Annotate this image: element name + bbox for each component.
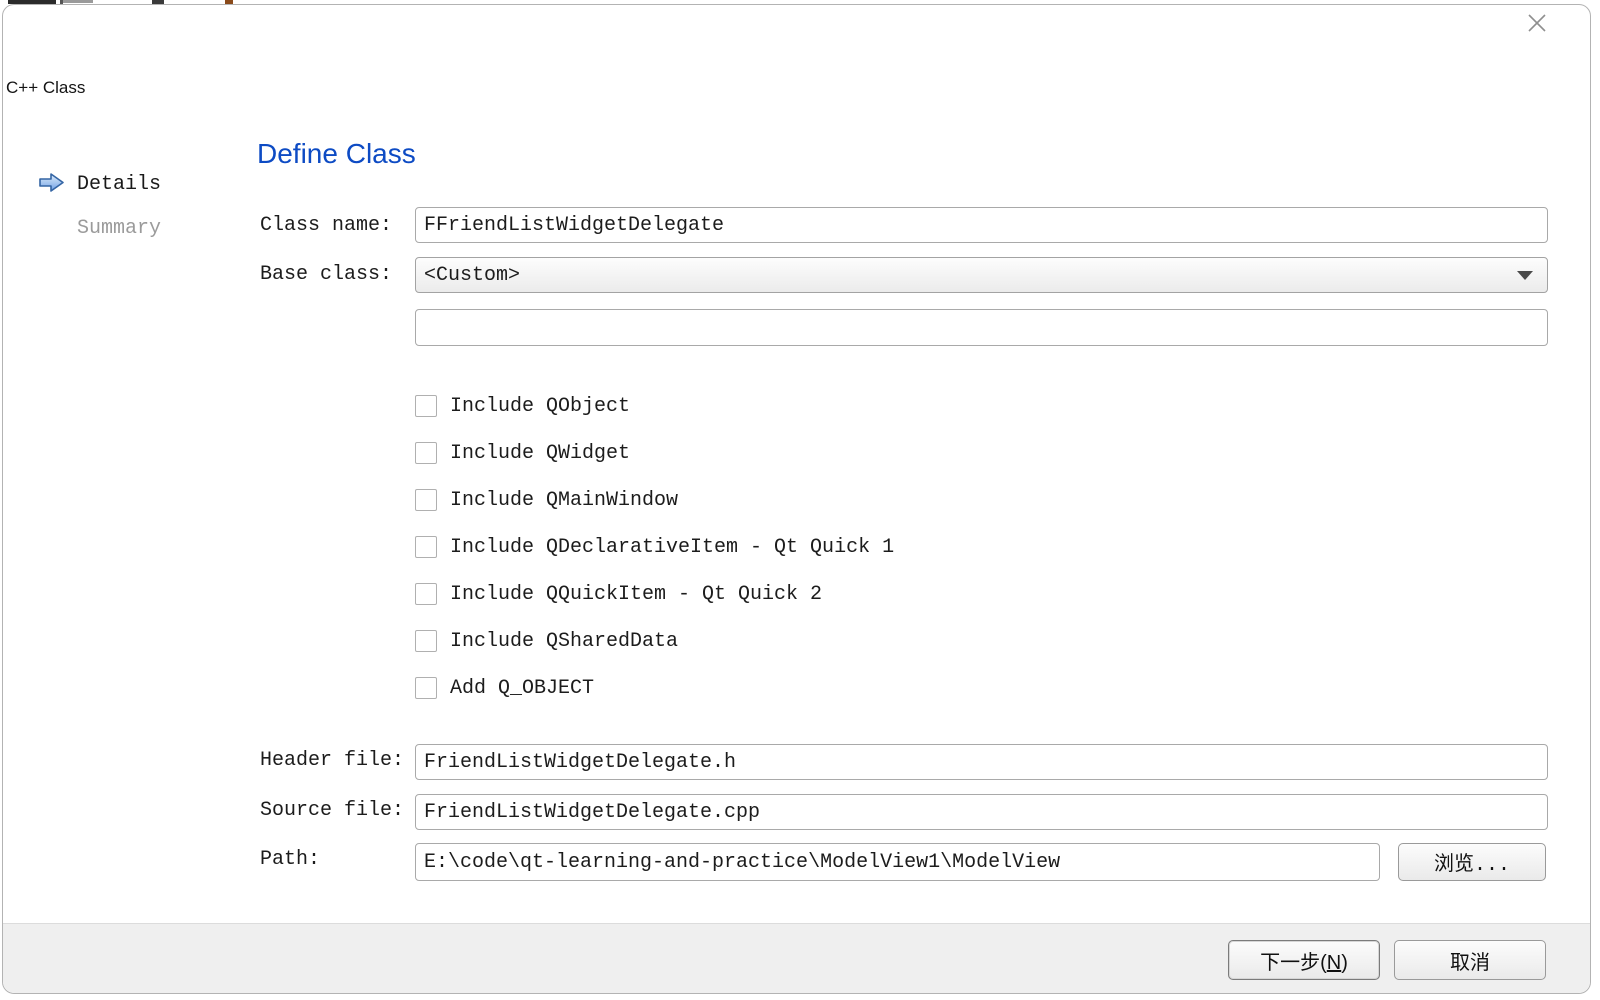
checkbox-label: Include QMainWindow — [450, 488, 679, 512]
class-name-label: Class name: — [260, 214, 393, 237]
checkbox-add-qobject-macro[interactable] — [415, 677, 437, 699]
next-button-label: 下一步(N) — [1260, 951, 1348, 974]
checkbox-include-qobject[interactable] — [415, 395, 437, 417]
current-step-arrow-icon — [39, 173, 64, 192]
wizard-kind-label: C++ Class — [6, 78, 86, 97]
checkbox-label: Include QObject — [450, 394, 631, 418]
checkbox-row: Include QMainWindow — [415, 488, 678, 512]
sidebar-step-indicator — [38, 171, 66, 195]
source-file-input[interactable] — [415, 794, 1548, 830]
base-class-label: Base class: — [260, 263, 393, 286]
checkbox-label: Add Q_OBJECT — [450, 676, 595, 700]
checkbox-row: Include QObject — [415, 394, 630, 418]
background-window-fragment — [63, 0, 93, 3]
close-icon-glyph — [1528, 14, 1546, 32]
sidebar-item-details[interactable]: Details — [77, 173, 162, 196]
class-name-input[interactable] — [415, 207, 1548, 243]
background-window-fragment — [152, 0, 164, 5]
custom-base-class-input[interactable] — [415, 309, 1548, 346]
checkbox-row: Include QQuickItem - Qt Quick 2 — [415, 582, 822, 606]
close-icon[interactable] — [1522, 8, 1552, 38]
checkbox-row: Include QWidget — [415, 441, 630, 465]
background-window-fragment — [8, 0, 56, 4]
sidebar-item-summary[interactable]: Summary — [77, 217, 162, 240]
path-input[interactable] — [415, 843, 1380, 881]
checkbox-row: Include QSharedData — [415, 629, 678, 653]
base-class-selected-value: <Custom> — [424, 263, 521, 287]
background-window-fragment — [225, 0, 233, 6]
checkbox-include-qdeclarativeitem[interactable] — [415, 536, 437, 558]
checkbox-include-qquickitem[interactable] — [415, 583, 437, 605]
checkbox-include-qmainwindow[interactable] — [415, 489, 437, 511]
path-label: Path: — [260, 848, 321, 871]
checkbox-row: Add Q_OBJECT — [415, 676, 594, 700]
base-class-dropdown[interactable]: <Custom> — [415, 257, 1548, 293]
next-button[interactable]: 下一步(N) — [1228, 940, 1380, 980]
header-file-label: Header file: — [260, 749, 405, 772]
checkbox-label: Include QSharedData — [450, 629, 679, 653]
background-window-fragment — [60, 0, 63, 5]
cancel-button[interactable]: 取消 — [1394, 940, 1546, 980]
checkbox-include-qwidget[interactable] — [415, 442, 437, 464]
header-file-input[interactable] — [415, 744, 1548, 780]
page-title: Define Class — [257, 138, 416, 169]
browse-button[interactable]: 浏览... — [1398, 843, 1546, 881]
checkbox-label: Include QDeclarativeItem - Qt Quick 1 — [450, 535, 895, 559]
source-file-label: Source file: — [260, 799, 405, 822]
checkbox-label: Include QQuickItem - Qt Quick 2 — [450, 582, 823, 606]
checkbox-label: Include QWidget — [450, 441, 631, 465]
chevron-down-icon — [1517, 271, 1533, 280]
browse-button-label: 浏览... — [1433, 854, 1510, 877]
cancel-button-label: 取消 — [1450, 951, 1490, 974]
checkbox-include-qshareddata[interactable] — [415, 630, 437, 652]
checkbox-row: Include QDeclarativeItem - Qt Quick 1 — [415, 535, 894, 559]
